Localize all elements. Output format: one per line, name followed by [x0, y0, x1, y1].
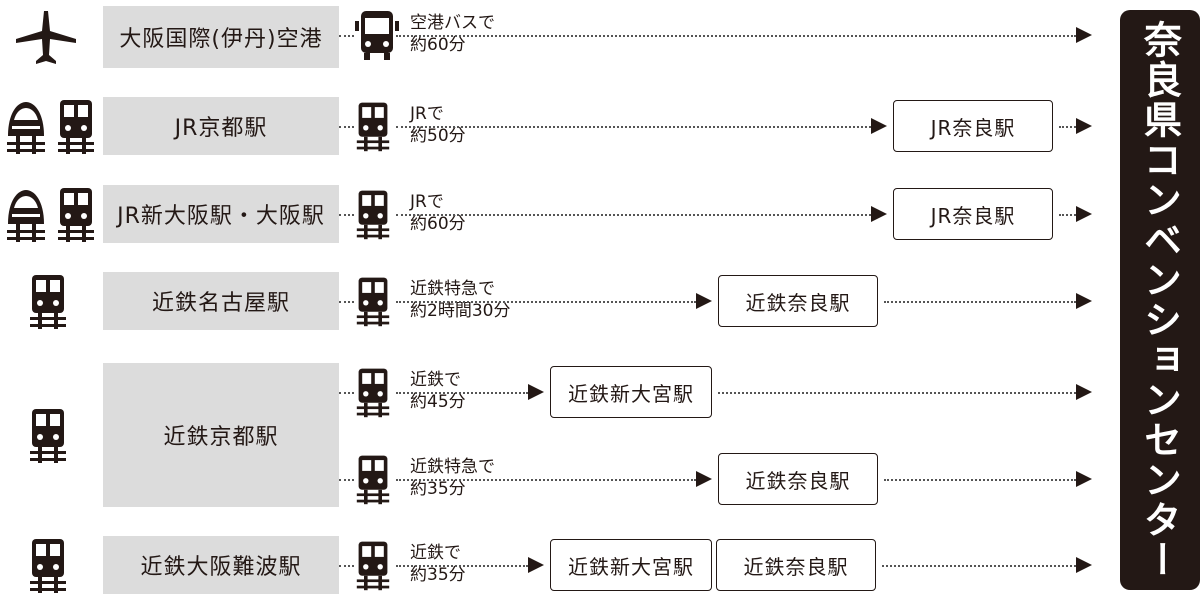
route-connector: [396, 214, 871, 216]
travel-mode: JRで: [410, 104, 444, 124]
origin-station-label: 近鉄名古屋駅: [151, 291, 290, 316]
route-connector: [882, 565, 1076, 567]
travel-info: JRで約60分: [410, 191, 466, 235]
travel-time: 約45分: [410, 392, 466, 412]
travel-time: 約35分: [410, 565, 466, 585]
travel-time: 約60分: [410, 214, 466, 234]
origin-station: 近鉄京都駅: [103, 363, 339, 507]
route-connector: [339, 565, 354, 567]
train-icon: [355, 452, 391, 506]
travel-mode: JRで: [410, 192, 444, 212]
route-connector: [339, 214, 354, 216]
transfer-station: JR奈良駅: [893, 100, 1053, 152]
arrow-right-icon: [528, 384, 544, 400]
train-icon: [56, 98, 96, 154]
origin-station-label: 近鉄大阪難波駅: [140, 555, 302, 580]
origin-station-label: JR京都駅: [174, 116, 268, 141]
travel-time: 約2時間30分: [410, 301, 511, 321]
shinkansen-icon: [4, 186, 48, 242]
travel-info: 空港バスで約60分: [410, 12, 495, 56]
route-connector: [396, 301, 696, 303]
train-icon: [355, 274, 391, 328]
transfer-station: 近鉄新大宮駅: [550, 366, 712, 418]
train-icon: [28, 537, 68, 593]
train-icon: [355, 538, 391, 592]
travel-info: 近鉄特急で約2時間30分: [410, 278, 510, 322]
route-connector: [396, 479, 696, 481]
train-icon: [355, 187, 391, 241]
train-icon: [28, 407, 68, 463]
travel-time: 約35分: [410, 479, 466, 499]
arrow-right-icon: [1076, 27, 1092, 43]
arrow-right-icon: [1076, 384, 1092, 400]
transfer-station-label: 近鉄新大宮駅: [568, 381, 694, 406]
travel-time: 約60分: [410, 35, 466, 55]
route-connector: [884, 479, 1076, 481]
arrow-right-icon: [696, 471, 712, 487]
origin-station: JR新大阪駅・大阪駅: [103, 185, 339, 243]
bus-icon: [355, 8, 399, 62]
travel-mode: 近鉄で: [410, 543, 461, 563]
train-icon: [56, 186, 96, 242]
travel-time: 約50分: [410, 126, 466, 146]
transfer-station-label: JR奈良駅: [930, 203, 1016, 228]
route-connector: [339, 479, 354, 481]
travel-info: 近鉄特急で約35分: [410, 456, 495, 500]
route-connector: [1059, 126, 1076, 128]
arrow-right-icon: [1076, 557, 1092, 573]
train-icon: [28, 273, 68, 329]
route-connector: [884, 301, 1076, 303]
transfer-station-label: 近鉄奈良駅: [745, 290, 851, 315]
route-connector: [339, 301, 354, 303]
travel-info: 近鉄で約35分: [410, 542, 466, 586]
transfer-station-label: 近鉄奈良駅: [743, 554, 849, 579]
travel-info: JRで約50分: [410, 103, 466, 147]
origin-station: 近鉄大阪難波駅: [103, 536, 339, 594]
route-connector: [396, 565, 528, 567]
arrow-right-icon: [696, 293, 712, 309]
arrow-right-icon: [871, 118, 887, 134]
transfer-station-label: JR奈良駅: [930, 115, 1016, 140]
arrow-right-icon: [871, 206, 887, 222]
travel-mode: 近鉄で: [410, 370, 461, 390]
origin-station: 近鉄名古屋駅: [103, 272, 339, 330]
route-connector: [396, 35, 1076, 37]
travel-mode: 近鉄特急で: [410, 279, 495, 299]
arrow-right-icon: [1076, 471, 1092, 487]
origin-station-label: JR新大阪駅・大阪駅: [117, 204, 325, 229]
travel-mode: 空港バスで: [410, 13, 495, 33]
shinkansen-icon: [4, 98, 48, 154]
train-icon: [355, 99, 391, 153]
transfer-station: 近鉄奈良駅: [718, 453, 878, 505]
route-connector: [396, 392, 528, 394]
route-connector: [339, 392, 354, 394]
origin-station: JR京都駅: [103, 97, 339, 155]
route-connector: [1059, 214, 1076, 216]
route-connector: [339, 126, 354, 128]
travel-mode: 近鉄特急で: [410, 457, 495, 477]
origin-station-label: 近鉄京都駅: [163, 425, 279, 450]
transfer-station: JR奈良駅: [893, 188, 1053, 240]
travel-info: 近鉄で約45分: [410, 369, 466, 413]
arrow-right-icon: [1076, 118, 1092, 134]
train-icon: [355, 365, 391, 419]
route-connector: [718, 392, 1076, 394]
transfer-station: 近鉄奈良駅: [716, 539, 876, 591]
transfer-station: 近鉄奈良駅: [718, 275, 878, 327]
venue-title: 奈良県コンベンションセンター: [1137, 20, 1182, 580]
arrow-right-icon: [1076, 206, 1092, 222]
transfer-station-label: 近鉄奈良駅: [745, 468, 851, 493]
origin-station-label: 大阪国際(伊丹)空港: [119, 27, 323, 52]
route-connector: [396, 126, 871, 128]
arrow-right-icon: [1076, 293, 1092, 309]
arrow-right-icon: [528, 557, 544, 573]
origin-station: 大阪国際(伊丹)空港: [103, 6, 339, 68]
venue-panel: 奈良県コンベンションセンター: [1120, 10, 1200, 590]
transfer-station-label: 近鉄新大宮駅: [568, 554, 694, 579]
route-connector: [339, 35, 354, 37]
transfer-station: 近鉄新大宮駅: [550, 539, 712, 591]
airplane-icon: [14, 9, 78, 65]
